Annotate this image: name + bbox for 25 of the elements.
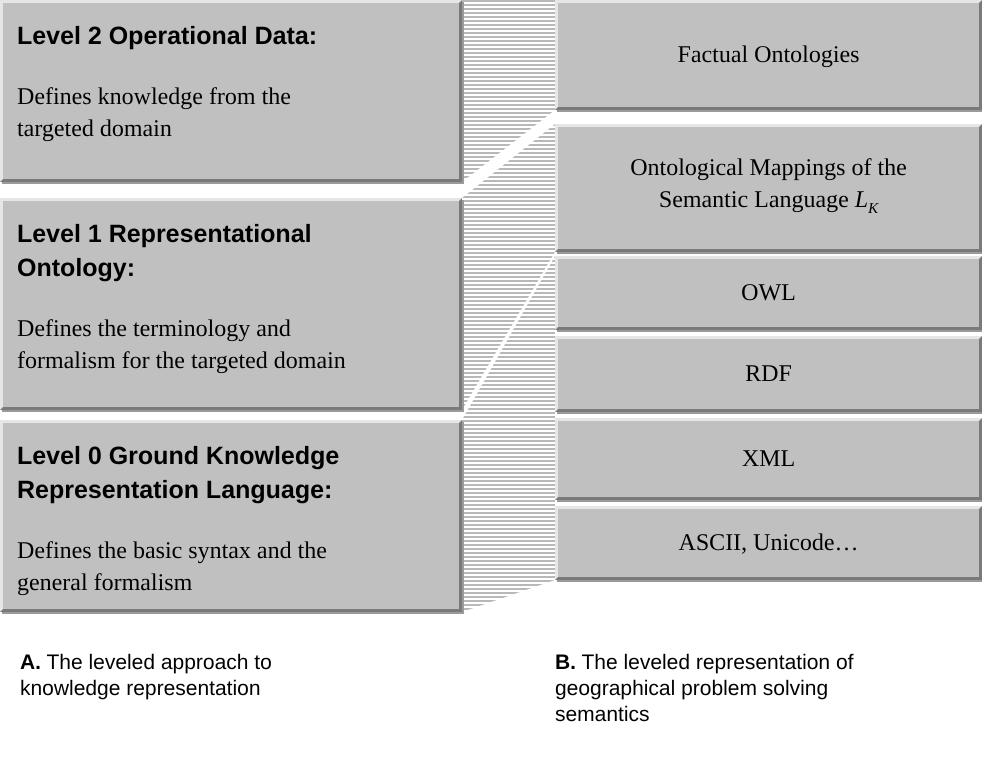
layer-box (555, 124, 982, 252)
level-box (0, 198, 462, 410)
level-heading: Level 1 Representational Ontology: (17, 219, 313, 284)
level-description: Defines the terminology and formalism for the targeted domain (17, 315, 347, 376)
layer-box (555, 336, 982, 412)
layer-label: RDF (745, 360, 792, 389)
level-description: Defines knowledge from the targeted domain (17, 83, 292, 144)
panel-caption: A. The leveled approach to knowledge representation (20, 650, 273, 702)
level-box (0, 0, 462, 182)
layer-box (555, 256, 982, 330)
connecting-band (462, 256, 555, 612)
layer-label: Ontological Mappings of the Semantic Language L$_{K}$ (629, 154, 908, 218)
level-box (0, 420, 462, 612)
layer-label: XML (742, 445, 796, 474)
layer-box (555, 418, 982, 500)
level-heading: Level 2 Operational Data: (17, 21, 318, 52)
layer-box (555, 506, 982, 580)
layer-box (555, 0, 982, 110)
connecting-band (462, 0, 555, 182)
layer-label: ASCII, Unicode… (678, 529, 858, 558)
panel-caption: B. The leveled representation of geographical problem solving semantics (555, 650, 854, 728)
level-description: Defines the basic syntax and the general formalism (17, 537, 328, 598)
level-heading: Level 0 Ground Knowledge Representation Language: (17, 441, 340, 506)
layer-label: Factual Ontologies (678, 41, 860, 70)
layer-label: OWL (741, 279, 796, 308)
